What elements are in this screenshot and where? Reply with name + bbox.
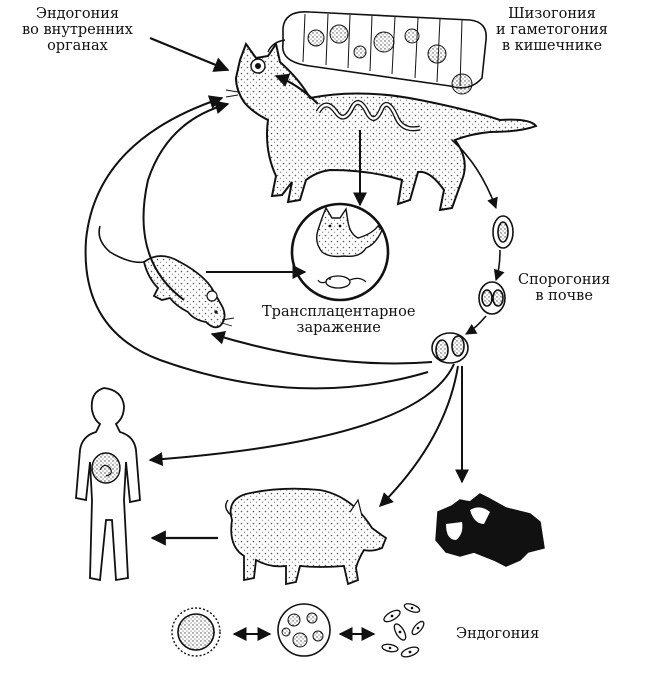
arrow-oocyst-to-cat-outer	[84, 95, 429, 390]
label-endogony-internal-line2: во внутренних	[22, 22, 133, 38]
oocyst-icon	[431, 215, 514, 364]
arrow-endogony-to-cat	[149, 36, 230, 72]
cow-icon	[435, 493, 545, 567]
label-endogony-internal-line1: Эндогония	[35, 6, 120, 22]
cyst-icon	[171, 607, 221, 657]
arrow-oocyst-1-to-2	[493, 249, 505, 282]
label-schizogony-line3: в кишечнике	[501, 38, 603, 54]
pseudocyst-icon	[277, 603, 331, 657]
human-icon	[75, 387, 141, 582]
cat-icon	[225, 41, 538, 212]
label-sporogony: Спорогония в почве	[518, 272, 610, 304]
arrow-oocyst-to-rat	[210, 330, 433, 365]
label-schizogony-line2: и гаметогония	[496, 22, 608, 38]
label-endogony: Эндогония	[456, 626, 539, 642]
arrow-intestine-to-head	[274, 73, 319, 105]
arrow-rat-to-cat	[142, 100, 230, 301]
arrow-cat-to-oocyst	[451, 139, 498, 210]
label-endogony-internal-line3: органах	[47, 38, 108, 54]
intestine-icon	[267, 11, 487, 95]
arrow-oocyst-2-to-3	[465, 315, 487, 335]
rat-icon	[98, 225, 235, 329]
arrow-oocyst-to-pig	[379, 365, 459, 507]
label-sporogony-line1: Спорогония	[518, 272, 611, 288]
label-sporogony-line2: в почве	[535, 288, 593, 304]
arrow-oocyst-to-human	[148, 363, 455, 467]
label-endogony-text: Эндогония	[456, 626, 540, 642]
label-transplacental-line2: заражение	[296, 320, 381, 336]
label-schizogony-line1: Шизогония	[508, 6, 596, 22]
label-endogony-internal: Эндогония во внутренних органах	[22, 6, 133, 54]
label-transplacental-line1: Трансплацентарное	[262, 304, 416, 320]
label-schizogony: Шизогония и гаметогония в кишечнике	[496, 6, 608, 54]
kitten-icon	[315, 206, 383, 258]
mouse-icon	[317, 275, 367, 289]
transplacental-circle	[290, 202, 390, 302]
label-transplacental: Трансплацентарное заражение	[262, 304, 415, 336]
pig-icon	[225, 487, 388, 586]
tachyzoite-icon	[381, 603, 425, 658]
